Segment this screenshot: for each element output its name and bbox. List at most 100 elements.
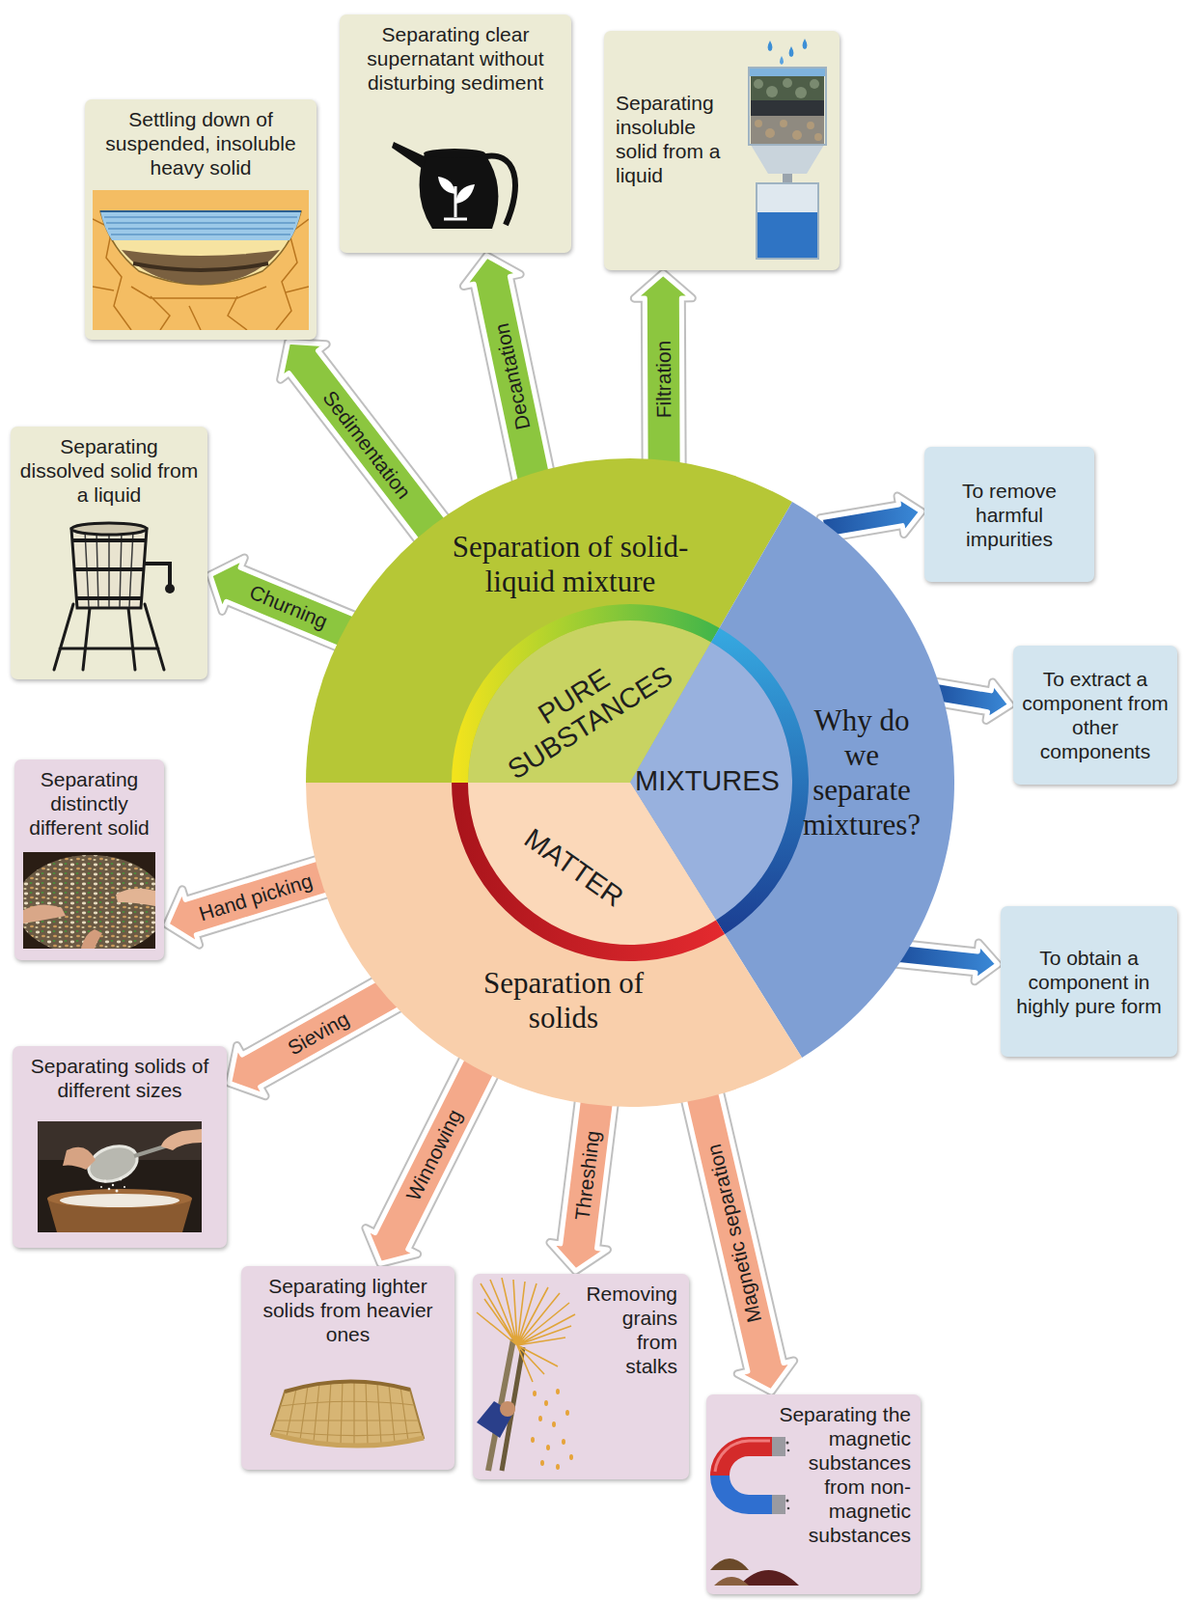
wedge-group xyxy=(305,782,802,1107)
illustration-part xyxy=(714,1576,749,1586)
water-filter-illustration xyxy=(741,38,833,263)
illustration-part xyxy=(104,1180,108,1184)
illustration-part xyxy=(766,85,778,98)
illustration-part xyxy=(71,523,147,535)
illustration-part xyxy=(100,210,302,213)
ring-segment xyxy=(451,782,725,962)
block-arrow xyxy=(896,942,998,982)
illustration-part xyxy=(750,100,825,116)
arrow-shadow xyxy=(550,1095,616,1271)
illustration-part xyxy=(792,130,802,140)
description-box: Separating distinctly different solid xyxy=(14,759,165,961)
illustration-part xyxy=(161,1128,202,1151)
illustration-part xyxy=(499,1401,516,1417)
illustration-part xyxy=(72,540,146,599)
decanting-jug-icon xyxy=(387,128,524,235)
illustration-part xyxy=(274,1401,422,1435)
sieving-photo xyxy=(37,1121,202,1233)
box-text: Separating solids of different sizes xyxy=(20,1053,220,1102)
sector-heading: Separation of solid-liquid mixture xyxy=(440,529,700,600)
illustration-part xyxy=(284,1380,411,1392)
block-arrow xyxy=(550,1095,616,1271)
block-arrow xyxy=(365,1053,498,1264)
box-text: To remove harmful impurities xyxy=(932,478,1087,551)
illustration-part xyxy=(753,78,820,99)
illustration-part xyxy=(555,1388,560,1395)
description-box: Separating the magnetic substances from … xyxy=(706,1394,921,1595)
threshing-illustration xyxy=(474,1277,581,1476)
illustration-part xyxy=(809,79,820,89)
illustration-part xyxy=(438,176,456,194)
illustration-part xyxy=(54,604,165,670)
illustration-part xyxy=(92,190,309,331)
method-label: Filtration xyxy=(652,340,676,419)
description-box: To extract a component from other compon… xyxy=(1013,645,1178,785)
illustration-part xyxy=(83,1139,142,1188)
box-text: Separating clear supernatant without dis… xyxy=(347,22,564,95)
illustration-part xyxy=(54,604,165,670)
illustration-part xyxy=(750,144,825,174)
description-box: Removing grains from stalks xyxy=(472,1273,689,1480)
illustration-part xyxy=(538,1415,543,1422)
illustration-part xyxy=(561,1438,566,1445)
box-text: To extract a component from other compon… xyxy=(1020,666,1170,764)
description-box: Separating solids of different sizes xyxy=(12,1046,227,1248)
illustration-part xyxy=(100,211,302,285)
illustration-part xyxy=(782,78,793,88)
illustration-part xyxy=(133,263,269,271)
inner-label: MIXTURES xyxy=(634,765,780,797)
illustration-part xyxy=(100,1178,126,1193)
illustration-part xyxy=(779,55,784,65)
illustration-part xyxy=(715,1440,771,1472)
illustration-part xyxy=(719,1475,772,1505)
illustration-part xyxy=(72,540,146,599)
illustration-part xyxy=(719,1446,772,1476)
illustration-part xyxy=(47,1193,193,1233)
illustration-part xyxy=(81,929,103,949)
illustration-part xyxy=(144,563,170,585)
illustration-part xyxy=(271,1433,424,1446)
illustration-part xyxy=(555,1463,560,1470)
illustration-part xyxy=(111,1184,114,1186)
block-arrow xyxy=(229,975,402,1097)
wedge-group xyxy=(451,782,725,962)
box-text: Separating dissolved solid from a liquid xyxy=(18,434,200,507)
illustration-part xyxy=(532,1390,537,1397)
block-arrow xyxy=(633,273,692,469)
arrow-shadow xyxy=(166,857,333,945)
illustration-part xyxy=(786,1499,790,1503)
arrow-shadow xyxy=(896,942,998,982)
illustration-part xyxy=(814,133,823,141)
block-arrow xyxy=(210,557,358,651)
block-arrow xyxy=(463,255,552,485)
description-box: Separating clear supernatant without dis… xyxy=(339,14,572,253)
illustration-part xyxy=(787,1507,791,1511)
illustration-part xyxy=(59,1193,180,1208)
illustration-part xyxy=(476,1277,576,1382)
illustration-part xyxy=(100,211,302,241)
illustration-part xyxy=(119,1178,123,1182)
illustration-part xyxy=(750,115,825,145)
arrow-shadow xyxy=(280,341,450,545)
box-text: To obtain a component in highly pure for… xyxy=(1008,945,1170,1019)
illustration-part xyxy=(104,217,298,235)
illustration-part xyxy=(789,46,795,57)
box-text: Separating distinctly different solid xyxy=(22,767,157,840)
illustration-part xyxy=(786,1441,791,1511)
illustration-part xyxy=(544,1400,549,1406)
illustration-part xyxy=(787,1449,791,1453)
illustration-part xyxy=(443,218,468,221)
illustration-part xyxy=(771,1494,786,1515)
arrow-shadow xyxy=(633,273,692,469)
illustration-part xyxy=(100,1185,103,1188)
arrow-shadow xyxy=(683,1086,794,1392)
arrow-shadow xyxy=(365,1053,498,1264)
illustration-part xyxy=(530,1388,574,1470)
box-text: Separating insoluble solid from a liquid xyxy=(615,90,732,188)
illustration-part xyxy=(391,141,427,169)
sector-fill xyxy=(305,782,802,1107)
description-box: Separating insoluble solid from a liquid xyxy=(604,30,840,271)
method-label: Sedimentation xyxy=(318,385,416,503)
illustration-part xyxy=(795,86,807,99)
